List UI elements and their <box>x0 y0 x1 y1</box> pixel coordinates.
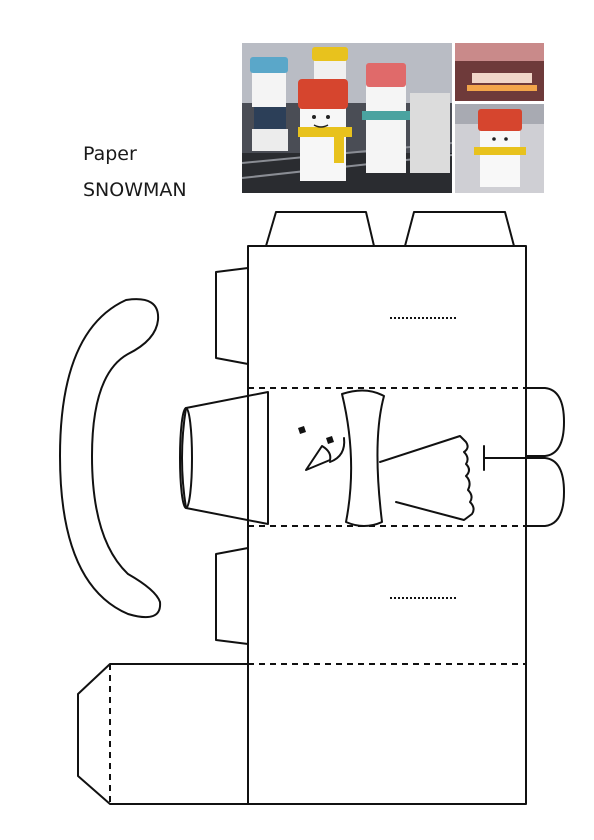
scarf-tail <box>379 435 475 521</box>
eye-left <box>298 426 306 434</box>
smile <box>329 437 346 463</box>
title-line-snowman: SNOWMAN <box>83 179 187 201</box>
hat-brim <box>179 407 193 509</box>
hat <box>181 391 269 525</box>
example-photo-collage <box>242 43 544 193</box>
carrot-nose <box>305 445 332 471</box>
arm-tab-lower <box>525 457 565 527</box>
scarf-band <box>341 389 385 527</box>
side-tab-lower <box>215 547 249 645</box>
arm-strip <box>59 298 162 618</box>
top-tab-left <box>265 211 375 247</box>
title-line-paper: Paper <box>83 143 137 165</box>
base-flap <box>77 663 249 805</box>
arm-tab-upper <box>525 387 565 457</box>
top-tab-right <box>404 211 515 247</box>
side-tab-upper <box>215 267 249 365</box>
main-photo <box>242 43 453 193</box>
arm-slot-marker <box>483 445 527 471</box>
eye-right <box>326 436 334 444</box>
detail-photo-bottom <box>455 104 544 193</box>
detail-photo-top <box>455 43 544 101</box>
